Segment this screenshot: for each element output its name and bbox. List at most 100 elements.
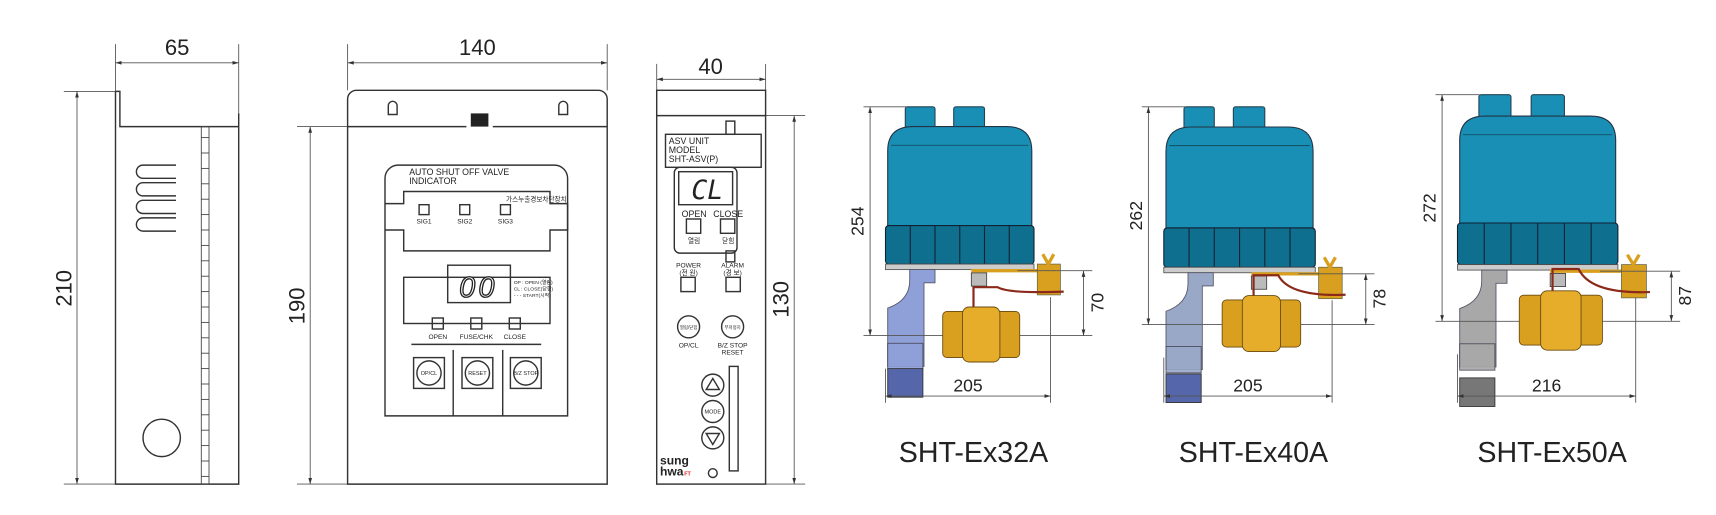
ball-valve-center	[1540, 290, 1582, 351]
bz-stop-button[interactable]: 부저정지	[720, 315, 745, 339]
actuator-cap	[887, 126, 1033, 227]
valve-actuators: 25470205SHT-Ex32A26278205SHT-Ex40A272872…	[848, 94, 1695, 469]
coupler-block	[1036, 263, 1061, 296]
model-label: SHT-Ex50A	[1477, 437, 1627, 469]
panel-subtitle: INDICATOR	[409, 176, 457, 186]
height-dim: 254	[848, 206, 868, 236]
signal-label: SIG3	[498, 218, 513, 225]
status-led	[508, 317, 522, 330]
side-height-dim: 210	[52, 270, 77, 307]
asv-width-dim: 40	[698, 54, 722, 79]
legend-line: - - - START(시작)	[514, 292, 552, 299]
button-frame	[509, 356, 542, 390]
status-lamp	[707, 467, 718, 479]
pipe-clamp	[887, 368, 924, 398]
signal-led	[418, 203, 430, 216]
indicator-slot	[728, 365, 739, 472]
panel-button[interactable]: OP/CL	[412, 356, 446, 390]
valve-lever	[1252, 274, 1346, 297]
digit-display: 00	[459, 272, 497, 304]
mode-label: MODE	[705, 410, 722, 416]
base-plate	[1457, 264, 1619, 271]
pipe-dim: 78	[1370, 289, 1390, 309]
ball-valve-center	[962, 306, 1001, 363]
status-led-label: OPEN	[428, 334, 447, 341]
asv-unit-view: 40 130 ASV UNIT MODEL SHT-ASV(P) CL OPEN…	[655, 54, 806, 485]
front-width-dim: 140	[459, 35, 496, 60]
mode-button[interactable]: MODE	[701, 399, 725, 424]
front-height-dim: 190	[285, 288, 310, 325]
down-button[interactable]	[701, 426, 725, 450]
asv-model: SHT-ASV(P)	[669, 154, 718, 164]
svg-text:FT: FT	[684, 471, 691, 477]
height-dim: 272	[1420, 193, 1440, 222]
button-frame	[461, 356, 494, 390]
op-cl-label: OP/CL	[679, 343, 699, 350]
op-cl-button[interactable]: 열림/닫힘	[676, 315, 701, 339]
stem-nut	[1549, 272, 1566, 287]
mount-bracket	[1459, 269, 1508, 368]
asv-label: ASV UNIT	[669, 136, 710, 146]
power-label: POWER	[676, 262, 701, 269]
legend-line: OP : OPEN (열림)	[514, 279, 553, 286]
signal-led	[459, 203, 471, 216]
width-dim: 216	[1532, 376, 1562, 396]
svg-text:hwa: hwa	[660, 464, 684, 478]
cable-hole	[142, 418, 182, 458]
cap-boss	[1183, 106, 1215, 130]
button-label: RESET	[468, 371, 487, 377]
svg-text:sung: sung	[660, 453, 689, 467]
wing-nut-icon	[1322, 256, 1337, 271]
width-dim: 205	[953, 376, 983, 396]
button-label: OP/CL	[421, 371, 438, 377]
pipe-dim: 70	[1087, 293, 1107, 313]
bracket-clamp	[1165, 346, 1202, 374]
bz-stop-kr-label: 부저정지	[725, 324, 741, 331]
keyhole-icon	[387, 100, 398, 116]
pipe-clamp	[1459, 377, 1496, 407]
base-plate	[1163, 266, 1316, 274]
keyhole-icon	[558, 100, 569, 116]
triangle-up-icon	[704, 377, 721, 391]
panel-title: AUTO SHUT OFF VALVE	[409, 167, 509, 177]
legend-line: CL : CLOSE(닫힘)	[514, 285, 554, 292]
vent-slots-icon	[135, 164, 176, 232]
up-button[interactable]	[701, 373, 725, 397]
status-led	[470, 317, 483, 330]
side-width-dim: 65	[165, 35, 189, 60]
valve-lever	[972, 286, 1064, 308]
sunghwa-logo: sung hwa FT	[660, 453, 692, 478]
cap-boss	[904, 106, 936, 130]
panel-button[interactable]: RESET	[461, 356, 494, 390]
valve-lever	[1551, 267, 1650, 294]
button-frame	[412, 356, 446, 390]
close-kr-label: 닫힘	[722, 236, 734, 245]
button-circle	[464, 360, 491, 386]
status-led-label: FUSE/CHK	[460, 334, 494, 341]
stem-nut	[970, 272, 988, 287]
panel-button[interactable]: B/Z STOP	[509, 356, 542, 390]
close-led	[719, 218, 736, 235]
adjust-knob	[470, 113, 489, 127]
button-label: B/Z STOP	[513, 371, 538, 377]
hinge-knuckles	[201, 137, 210, 477]
bracket-clamp	[1459, 343, 1496, 371]
op-cl-kr-label: 열림/닫힘	[680, 324, 697, 330]
reset-label: RESET	[722, 349, 744, 356]
ball-valve-center	[1241, 295, 1281, 353]
wing-nut-icon	[1041, 253, 1056, 268]
power-kr-label: (전 원)	[679, 268, 697, 277]
status-led-label: CLOSE	[504, 334, 527, 341]
actuator-cap	[1459, 115, 1617, 224]
open-led	[685, 218, 702, 235]
bracket-clamp	[887, 342, 924, 371]
asv-display: CL	[691, 175, 723, 206]
base-plate	[885, 263, 1035, 271]
wing-nut-icon	[1625, 253, 1641, 268]
height-dim: 262	[1126, 201, 1146, 230]
status-led	[431, 317, 445, 330]
open-label: OPEN	[682, 209, 707, 219]
